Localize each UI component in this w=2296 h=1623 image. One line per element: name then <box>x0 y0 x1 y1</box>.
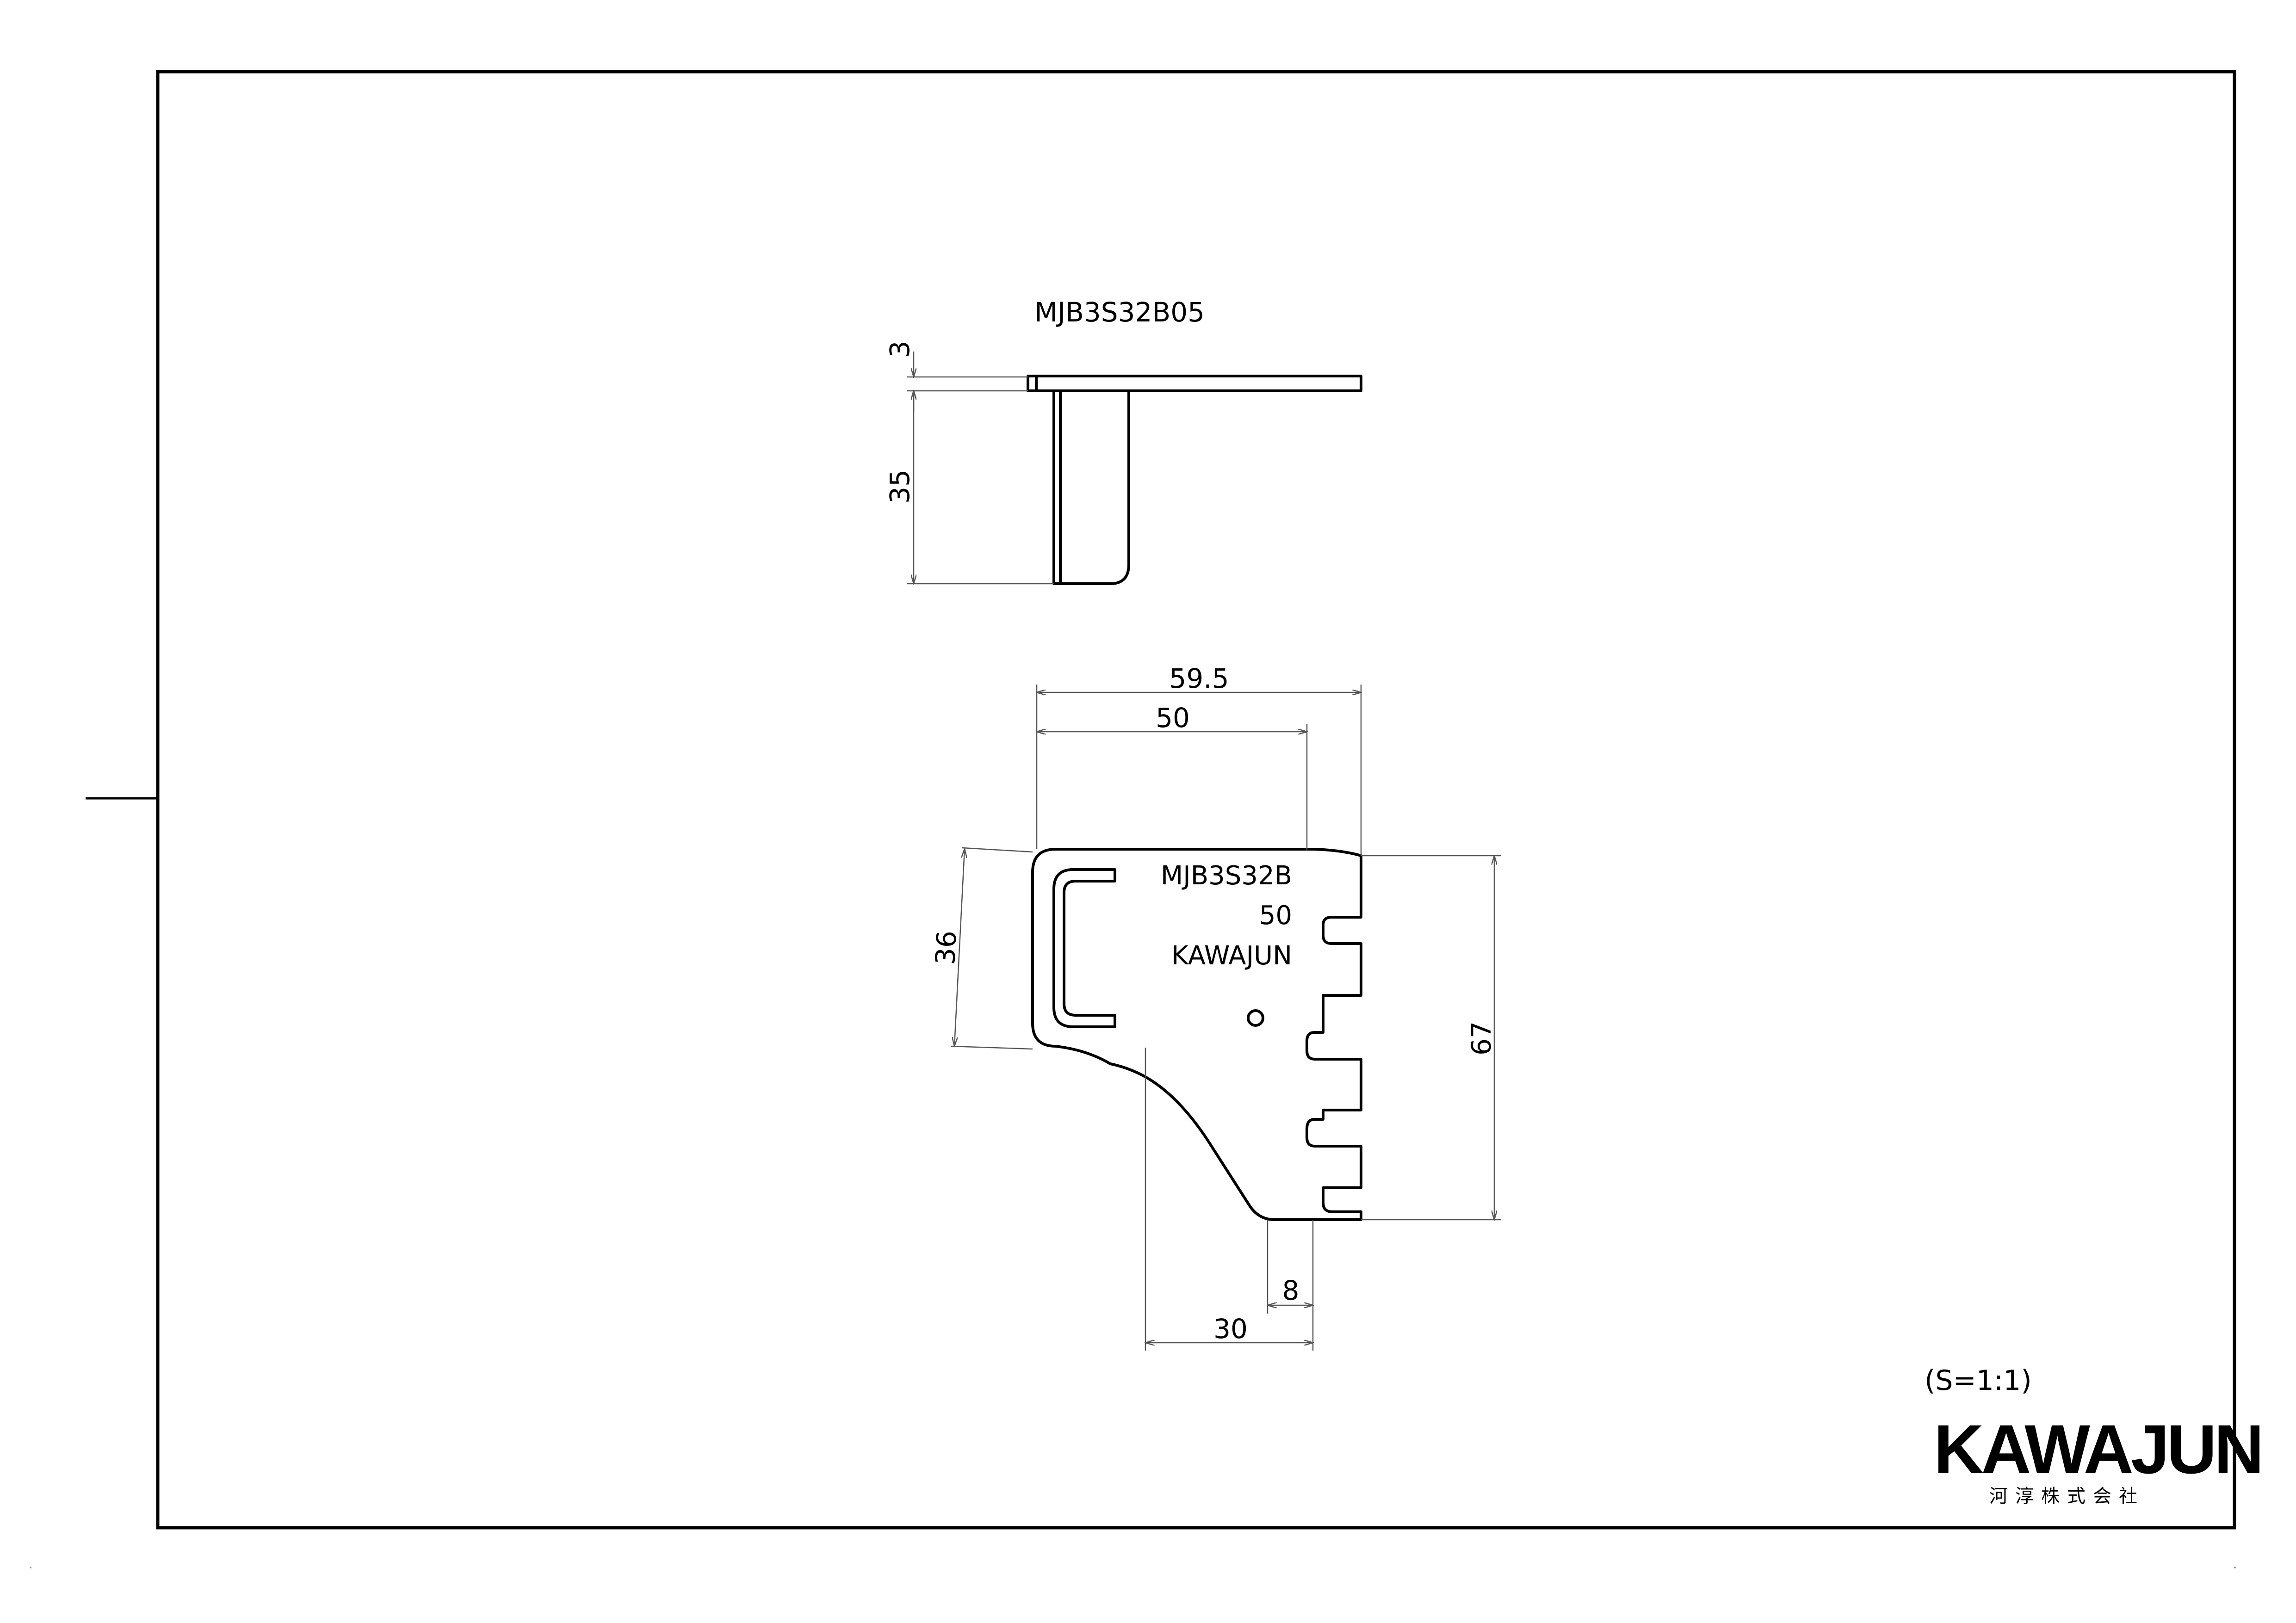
part-marking-line1: MJB3S32B <box>1161 861 1292 891</box>
drawing-frame <box>156 70 2236 1530</box>
dim-59-5-label: 59.5 <box>1169 663 1229 694</box>
corner-dot-right <box>2234 1567 2236 1568</box>
dim-35-label: 35 <box>884 469 916 504</box>
dim-36-line <box>954 849 965 1046</box>
dim-67-label: 67 <box>1466 1021 1497 1055</box>
top-view-bracket <box>1052 391 1130 585</box>
bracket-hole <box>1247 1009 1264 1027</box>
top-view: MJB3S32B05 3 35 <box>884 296 1362 585</box>
dim-36-label: 36 <box>929 930 963 965</box>
dim-8-label: 8 <box>1282 1275 1300 1306</box>
part-marking-line2: 50 <box>1259 901 1292 931</box>
kawajun-logo: KAWAJUN 河淳株式会社 <box>1934 1410 2264 1507</box>
top-view-title: MJB3S32B05 <box>1034 296 1205 328</box>
dim-36-ext-bottom <box>950 1045 1033 1050</box>
logo-company-name: 河淳株式会社 <box>1989 1486 2145 1507</box>
part-marking-line3: KAWAJUN <box>1171 941 1292 971</box>
dim-3-label: 3 <box>884 341 916 358</box>
corner-dot-left <box>30 1567 31 1568</box>
bracket-slot <box>1052 868 1116 1028</box>
dim-30-label: 30 <box>1213 1313 1248 1345</box>
top-view-plate <box>1027 375 1362 392</box>
bracket-outline <box>1031 848 1362 1221</box>
dim-36-ext-top <box>962 847 1033 853</box>
scale-note: (S=1:1) <box>1925 1364 2032 1397</box>
front-view: MJB3S32B 50 KAWAJUN 59.5 50 36 67 8 30 <box>929 663 1501 1351</box>
logo-wordmark: KAWAJUN <box>1934 1410 2261 1488</box>
dim-50-label: 50 <box>1156 702 1190 734</box>
